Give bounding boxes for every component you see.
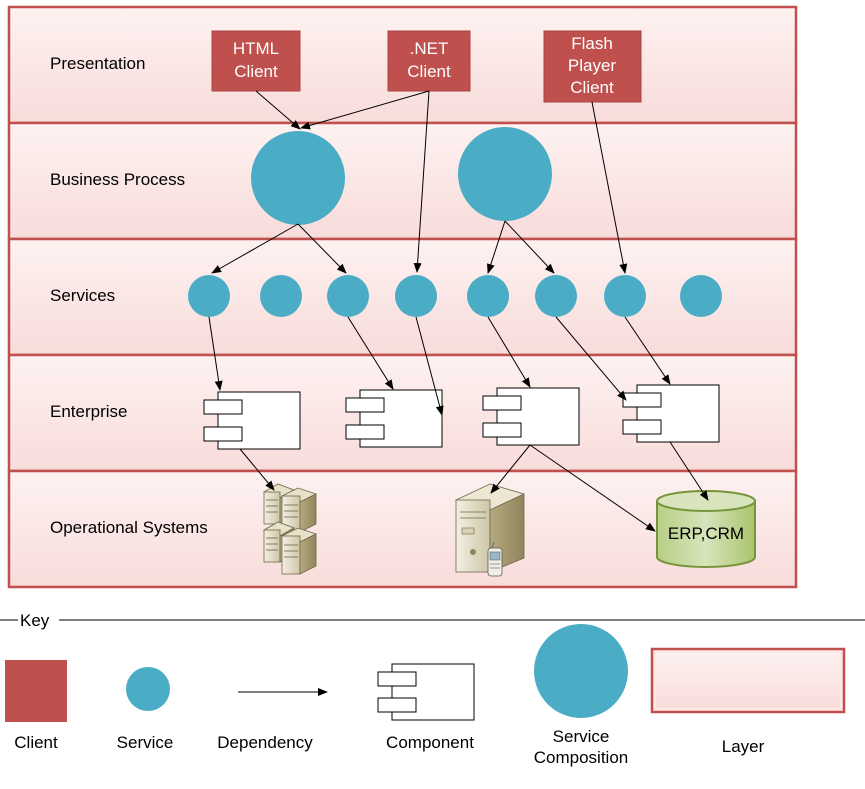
key-dependency: Dependency <box>217 688 328 752</box>
key-title: Key <box>20 611 50 630</box>
key-service: Service <box>117 667 174 752</box>
key-layer: Layer <box>650 647 846 756</box>
dependency-arrow <box>669 441 709 501</box>
service <box>260 275 302 317</box>
dependency-arrow <box>239 448 275 491</box>
dependency-arrow <box>255 90 301 130</box>
key-client: Client <box>5 660 67 752</box>
svg-text:Client: Client <box>570 78 614 97</box>
component <box>345 389 443 448</box>
layer-label: Business Process <box>50 170 185 189</box>
svg-text:Layer: Layer <box>722 737 765 756</box>
dependency-arrow <box>415 316 444 416</box>
key-service-composition: Service Composition <box>534 624 629 767</box>
svg-text:Composition: Composition <box>534 748 629 767</box>
service <box>604 275 646 317</box>
svg-text:Client: Client <box>234 62 278 81</box>
component <box>622 384 720 443</box>
service <box>535 275 577 317</box>
dependency-arrow <box>487 316 531 388</box>
service <box>327 275 369 317</box>
svg-text:Dependency: Dependency <box>217 733 313 752</box>
dependency-arrow <box>211 223 299 274</box>
database-erp-crm: ERP,CRM <box>656 490 756 568</box>
layer-label: Operational Systems <box>50 518 208 537</box>
dependency-arrow <box>413 90 430 273</box>
svg-text:Client: Client <box>407 62 451 81</box>
dependency-arrow <box>486 220 506 274</box>
svg-text:.NET: .NET <box>410 39 449 58</box>
layer-label: Presentation <box>50 54 145 73</box>
server-with-mobile-icon <box>454 483 526 577</box>
layer-business-process: Business Process <box>7 121 798 241</box>
dependency-arrow <box>504 220 555 274</box>
dependency-arrow <box>347 316 394 390</box>
client-flash-player: Flash Player Client <box>543 30 642 103</box>
layer-label: Services <box>50 286 115 305</box>
service <box>188 275 230 317</box>
dependency-arrow <box>591 101 628 274</box>
dependency-arrow <box>297 223 347 274</box>
svg-text:Service: Service <box>553 727 610 746</box>
key-component <box>377 663 475 721</box>
dependency-arrow <box>208 316 223 391</box>
service-composition <box>458 127 552 221</box>
key-legend: Key Client Service Dependency Component … <box>0 611 865 767</box>
service-composition <box>251 131 345 225</box>
svg-text:Player: Player <box>568 56 617 75</box>
svg-text:Client: Client <box>14 733 58 752</box>
key-component-label: Component <box>386 733 474 752</box>
component <box>203 391 301 450</box>
service <box>395 275 437 317</box>
dependency-arrow <box>555 316 627 401</box>
service <box>467 275 509 317</box>
component <box>482 387 580 446</box>
svg-text:HTML: HTML <box>233 39 279 58</box>
server-cluster-icon <box>263 483 318 575</box>
dependency-arrows <box>208 90 709 532</box>
dependency-arrow <box>490 444 531 494</box>
service <box>680 275 722 317</box>
client-dotnet: .NET Client <box>387 30 471 92</box>
dependency-arrow <box>300 90 430 130</box>
dependency-arrow <box>529 444 656 532</box>
svg-text:Flash: Flash <box>571 34 613 53</box>
dependency-arrow <box>624 316 671 385</box>
client-html: HTML Client <box>211 30 301 92</box>
database-label: ERP,CRM <box>668 524 744 543</box>
layer-label: Enterprise <box>50 402 127 421</box>
svg-text:Service: Service <box>117 733 174 752</box>
